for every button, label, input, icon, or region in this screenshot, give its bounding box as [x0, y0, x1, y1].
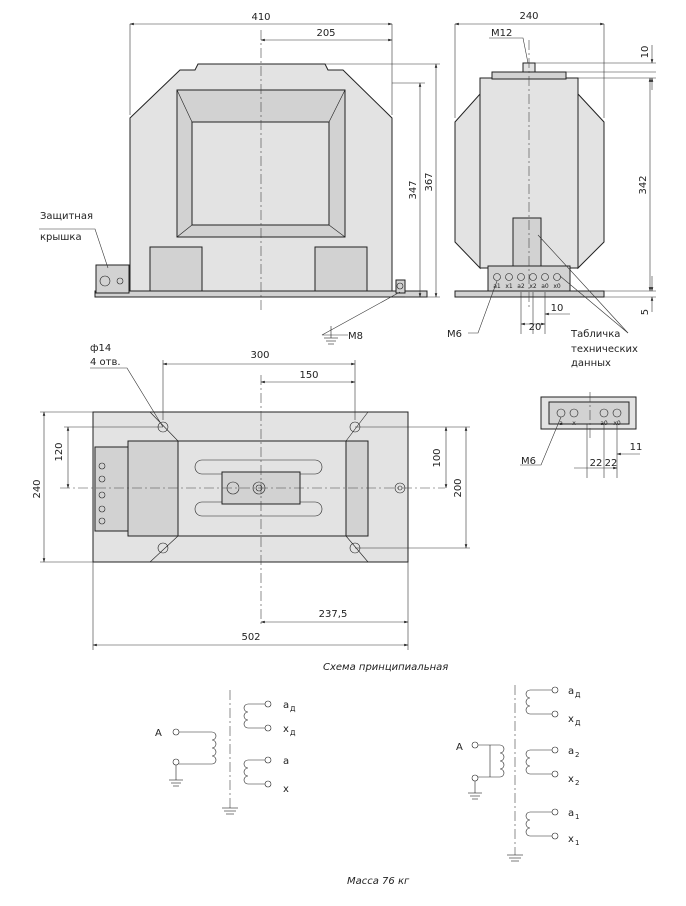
label-holes-2: 4 отв.: [90, 357, 121, 368]
mount-hole: [157, 542, 169, 554]
dim-side-240: 240: [519, 11, 538, 22]
right-winding-label: x: [568, 714, 574, 725]
dim-240: 240: [32, 479, 43, 498]
terminal-screw: [541, 273, 549, 281]
terminal-screw: [505, 273, 513, 281]
right-winding-sub: 2: [575, 779, 579, 787]
detail-terminal-label: x: [572, 420, 576, 427]
label-plate-2: технических: [571, 344, 638, 355]
top-view: [40, 360, 470, 650]
left-primary-label: A: [155, 728, 162, 739]
dim-22b: 22: [605, 458, 618, 469]
side-plate: [512, 217, 542, 269]
dim-100: 100: [432, 448, 443, 467]
detail-terminal-block: [548, 401, 630, 425]
side-wing-right: [577, 92, 605, 270]
side-wing-left: [454, 92, 481, 270]
front-window-inner: [191, 121, 330, 226]
right-winding-label: a: [568, 746, 574, 757]
dim-347: 347: [408, 180, 419, 199]
right-winding-label: a: [568, 808, 574, 819]
left-winding-sub: Д: [290, 705, 296, 713]
terminal-screw: [493, 273, 501, 281]
schematic-right: [468, 685, 559, 862]
dim-side-342: 342: [638, 175, 649, 194]
dim-410: 410: [251, 12, 270, 23]
terminal-node: [172, 728, 180, 736]
dim-side-20: 20: [529, 322, 542, 333]
schematic-left: [169, 690, 272, 815]
left-winding-label: x: [283, 784, 289, 795]
right-primary-label: A: [456, 742, 463, 753]
label-m6-detail: М6: [521, 456, 536, 467]
dim-side-10b: 10: [551, 303, 564, 314]
front-foot-right: [314, 246, 368, 293]
right-winding-label: a: [568, 686, 574, 697]
label-cover-1: Защитная: [40, 211, 93, 222]
terminal-screw: [529, 273, 537, 281]
dim-11: 11: [630, 442, 643, 453]
side-terminal-label: a2: [517, 283, 525, 290]
dim-237-5: 237,5: [319, 609, 348, 620]
side-view: a1 x1 a2 x2 a0 x0: [454, 22, 656, 334]
detail-terminal-label: a: [559, 420, 563, 427]
right-winding-sub: Д: [575, 691, 581, 699]
front-view: [39, 22, 440, 345]
right-winding-sub: Д: [575, 719, 581, 727]
front-foot-left: [149, 246, 203, 293]
dim-300: 300: [250, 350, 269, 361]
detail-view: [520, 392, 640, 478]
dim-150: 150: [299, 370, 318, 381]
right-winding-label: x: [568, 774, 574, 785]
terminal-screw: [553, 273, 561, 281]
dim-22a: 22: [590, 458, 603, 469]
dim-120: 120: [54, 442, 65, 461]
right-winding-sub: 1: [575, 813, 579, 821]
mass-label: Масса 76 кг: [347, 876, 410, 887]
dim-200: 200: [453, 478, 464, 497]
dim-205: 205: [316, 28, 335, 39]
side-terminal-label: x2: [529, 283, 537, 290]
label-plate-3: данных: [571, 358, 611, 369]
left-winding-label: a: [283, 756, 289, 767]
left-winding-label: a: [283, 700, 289, 711]
dim-502: 502: [241, 632, 260, 643]
left-winding-sub: Д: [290, 729, 296, 737]
terminal-node: [172, 758, 180, 766]
right-winding-sub: 1: [575, 839, 579, 847]
label-cover-2: крышка: [40, 232, 82, 243]
detail-terminal-label: x0: [613, 420, 621, 427]
protective-cover: [95, 264, 130, 294]
right-winding-label: x: [568, 834, 574, 845]
side-terminals: [493, 273, 561, 281]
front-ground-bolt: [395, 279, 406, 294]
side-terminal-label: x1: [505, 283, 513, 290]
detail-terminal-label: a0: [600, 420, 608, 427]
label-m12: М12: [491, 28, 512, 39]
side-terminal-label: a1: [493, 283, 501, 290]
label-m6-side: М6: [447, 329, 462, 340]
schematic-title: Схема принципиальная: [323, 662, 448, 673]
dim-367: 367: [424, 172, 435, 191]
label-holes-1: ф14: [90, 343, 111, 354]
label-plate-1: Табличка: [570, 329, 620, 340]
side-terminal-label: a0: [541, 283, 549, 290]
dim-side-10: 10: [640, 46, 651, 59]
right-winding-sub: 2: [575, 751, 579, 759]
left-winding-label: x: [283, 724, 289, 735]
dim-side-5: 5: [640, 309, 651, 315]
side-base-plate: [454, 290, 605, 298]
label-ground-m8: М8: [348, 331, 363, 342]
terminal-screw: [517, 273, 525, 281]
top-terminal-block: [94, 446, 129, 532]
side-terminal-label: x0: [553, 283, 561, 290]
